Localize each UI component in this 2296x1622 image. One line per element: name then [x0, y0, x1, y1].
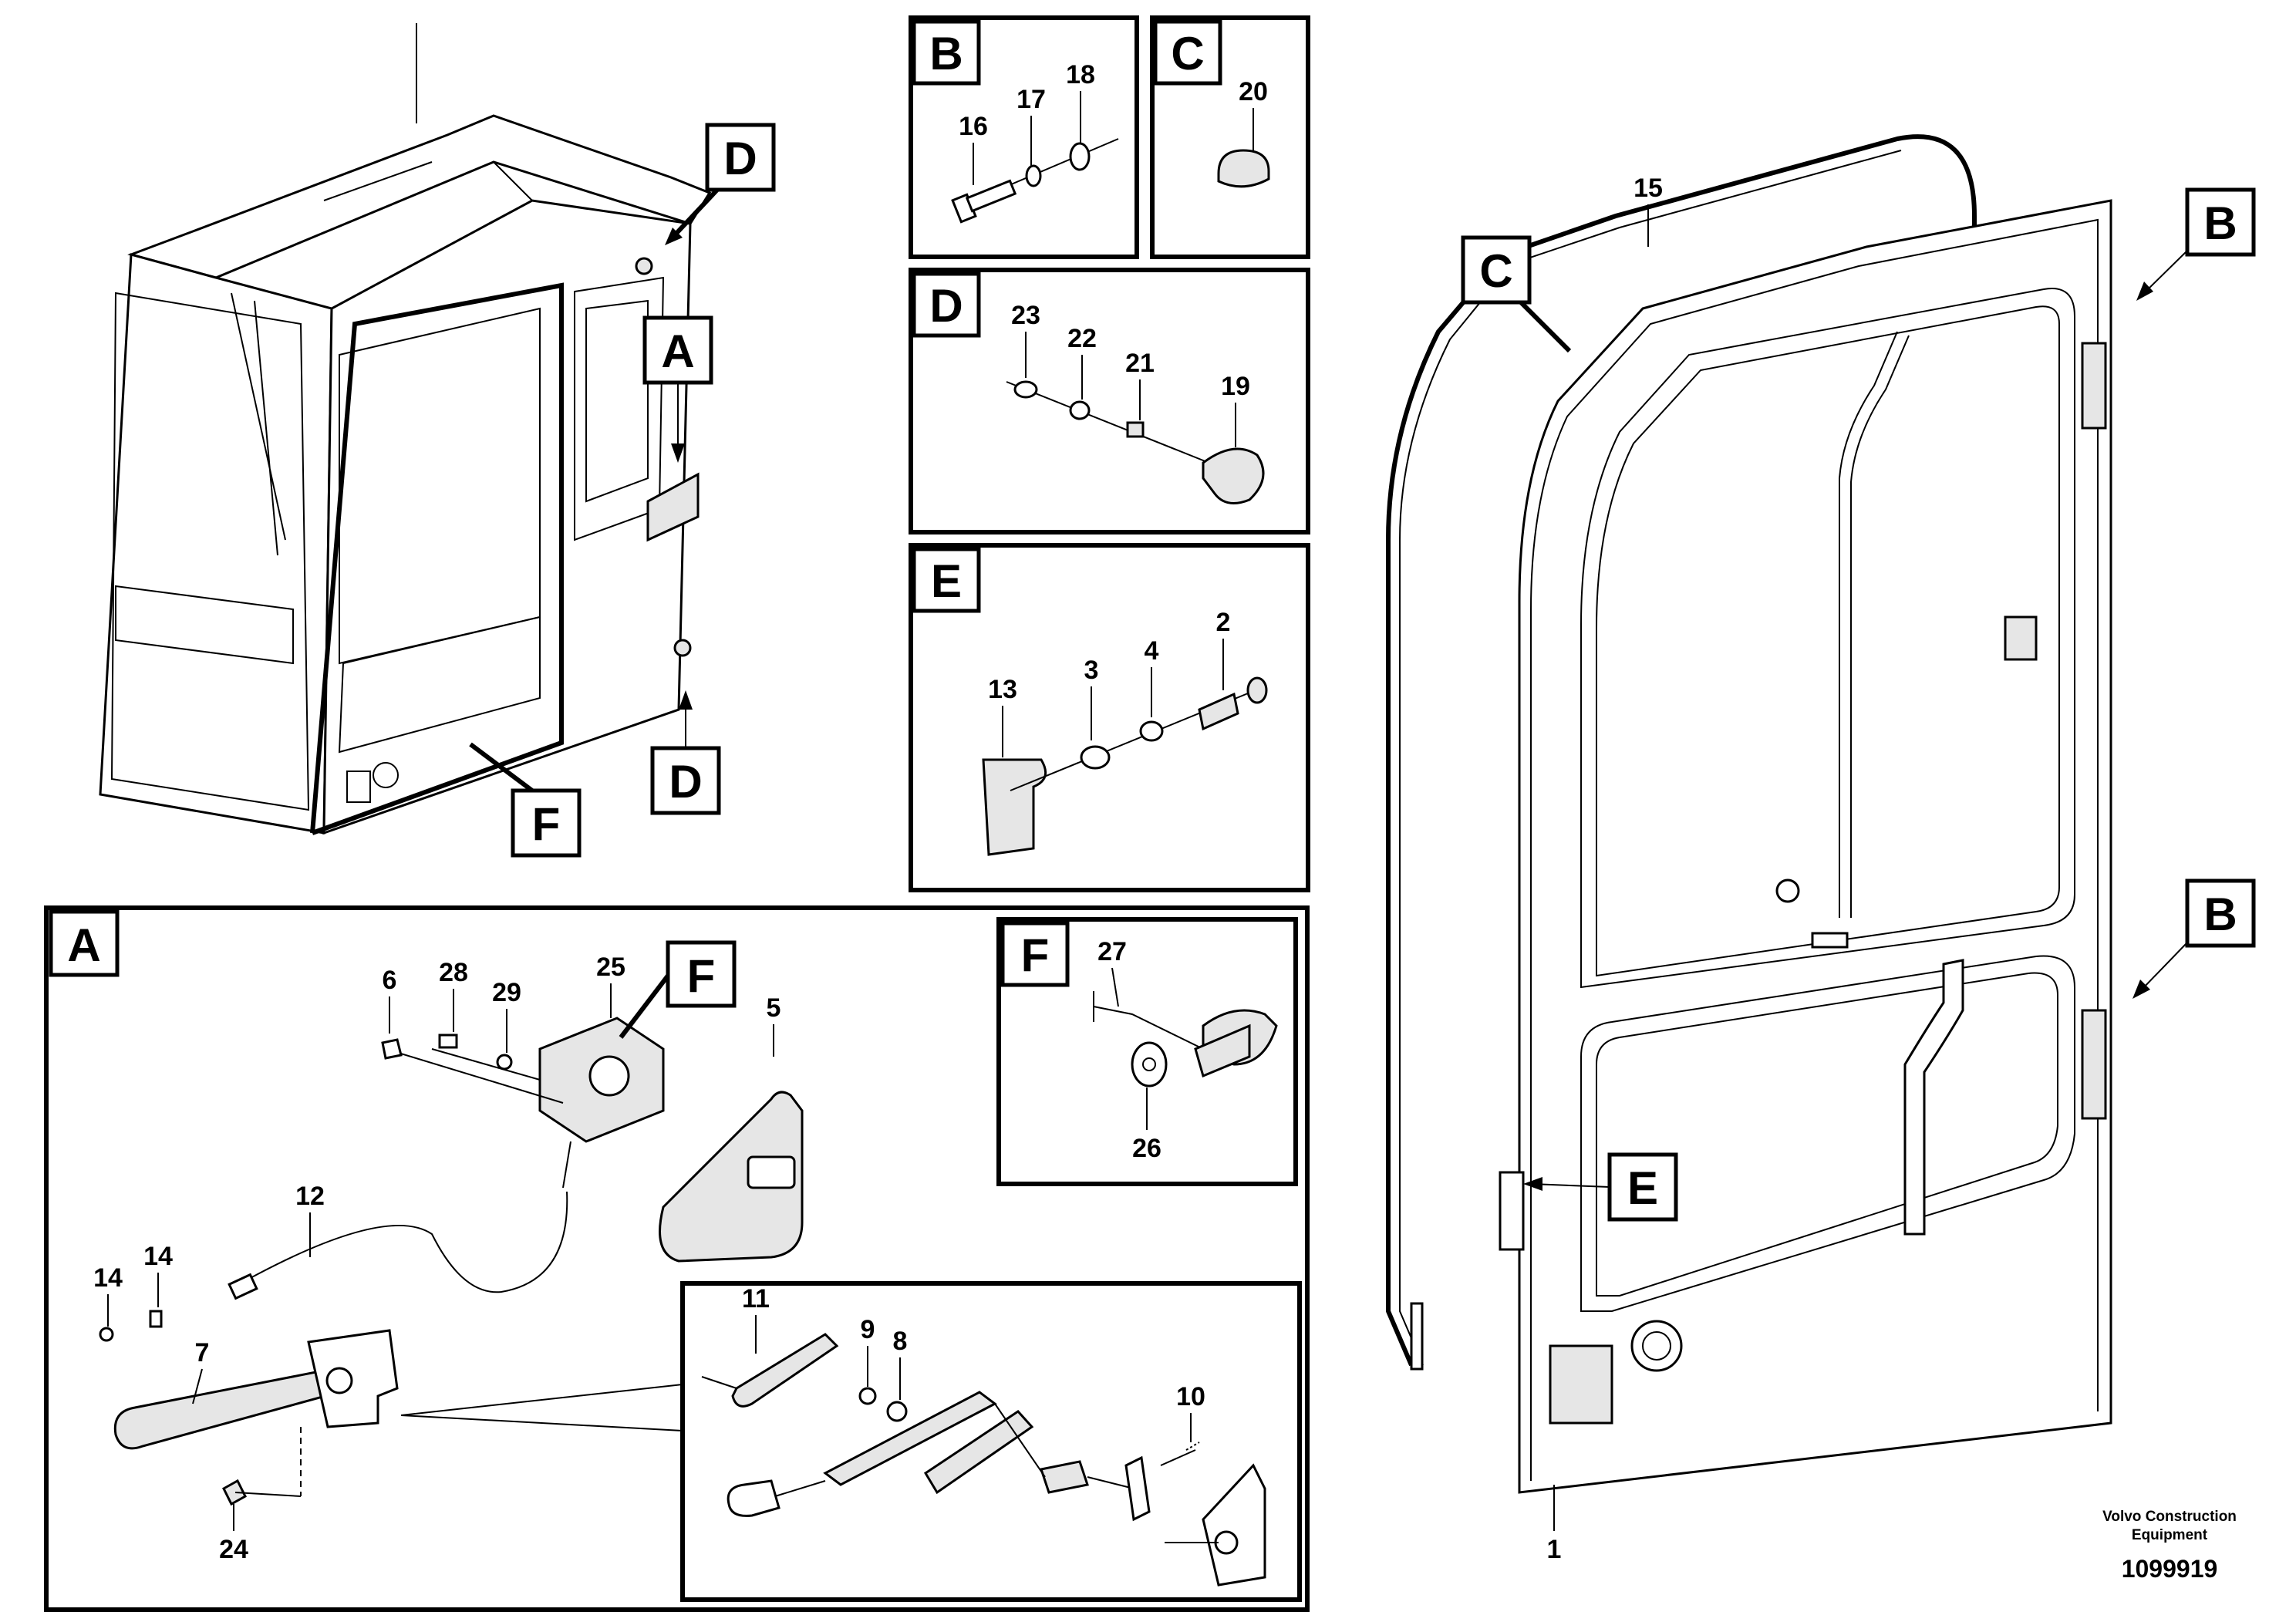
callout-B-door-top: B [2136, 187, 2256, 301]
part-number-27: 27 [1097, 937, 1127, 966]
part-number-8: 8 [893, 1327, 908, 1356]
part-number-26: 26 [1132, 1134, 1161, 1163]
part-number-2: 2 [1216, 608, 1231, 637]
view-letter-F: F [1021, 929, 1050, 981]
view-letter-D: D [669, 756, 702, 808]
part-number-18: 18 [1066, 60, 1095, 89]
view-letter-E: E [931, 555, 962, 607]
part-number-5: 5 [767, 993, 781, 1023]
detail-panel-A: A 6 28 29 25 5 12 14 14 [44, 905, 1310, 1612]
publisher-block: Volvo Construction Equipment 1099919 [2102, 1509, 2237, 1583]
view-letter-A: A [67, 919, 100, 971]
detail-panel-C: C 20 [1150, 15, 1310, 259]
part-number-28: 28 [439, 958, 468, 987]
part-number-6: 6 [383, 966, 397, 995]
part-number-14: 14 [93, 1263, 123, 1293]
publisher-line-1: Volvo Construction [2102, 1509, 2237, 1525]
view-letter-F: F [687, 950, 716, 1002]
part-number-17: 17 [1017, 85, 1046, 114]
part-number-12: 12 [295, 1182, 325, 1211]
callout-D-cab-top: D [665, 123, 776, 245]
view-letter-D: D [929, 280, 963, 332]
view-letter-C: C [1171, 28, 1204, 79]
view-letter-E: E [1627, 1162, 1658, 1214]
detail-panel-E: E 13 3 4 2 [909, 543, 1310, 892]
view-letter-B: B [2203, 889, 2237, 940]
detail-panel-F: F 27 26 [996, 917, 1298, 1186]
view-letter-B: B [929, 28, 963, 79]
part-number-23: 23 [1011, 301, 1040, 330]
view-letter-B: B [2203, 197, 2237, 249]
part-number-29: 29 [492, 978, 521, 1007]
view-letter-D: D [723, 133, 757, 184]
part-number-25: 25 [596, 953, 625, 982]
callout-F-cab: F [469, 742, 582, 858]
part-number-16: 16 [959, 112, 988, 141]
part-number-13: 13 [988, 675, 1017, 704]
view-letter-C: C [1479, 245, 1512, 297]
callout-E-door: E [1523, 1152, 1678, 1222]
callout-B-door-bottom: B [2132, 878, 2256, 999]
part-number-19: 19 [1221, 372, 1250, 401]
part-number-9: 9 [861, 1315, 875, 1344]
part-number-22: 22 [1067, 324, 1097, 353]
door-assembly-drawing: 15 1 [1386, 134, 2112, 1564]
view-letter-A: A [661, 325, 694, 377]
detail-panel-D: D 23 22 21 19 [909, 268, 1310, 534]
callout-C-door: C [1461, 235, 1572, 353]
callout-D-cab-bottom: D [650, 690, 721, 815]
part-number-4: 4 [1145, 636, 1159, 666]
part-number-24: 24 [219, 1535, 248, 1564]
part-number-11: 11 [742, 1284, 770, 1313]
cab-overview-drawing [99, 23, 712, 835]
publisher-line-2: Equipment [2132, 1527, 2208, 1543]
part-number-20: 20 [1239, 77, 1268, 106]
mechanism-zoom-panel: 11 9 8 10 [680, 1281, 1302, 1602]
figure-id: 1099919 [2122, 1555, 2218, 1583]
callout-A-cab: A [642, 315, 713, 463]
part-number-10: 10 [1176, 1382, 1205, 1411]
detail-panel-B: B 16 17 18 [909, 15, 1139, 259]
part-number-21: 21 [1125, 349, 1155, 378]
part-number-14: 14 [143, 1242, 173, 1271]
part-number-7: 7 [195, 1338, 210, 1367]
view-letter-F: F [532, 798, 561, 850]
part-number-1: 1 [1547, 1535, 1562, 1564]
part-number-3: 3 [1084, 656, 1099, 685]
part-number-15: 15 [1633, 174, 1663, 203]
